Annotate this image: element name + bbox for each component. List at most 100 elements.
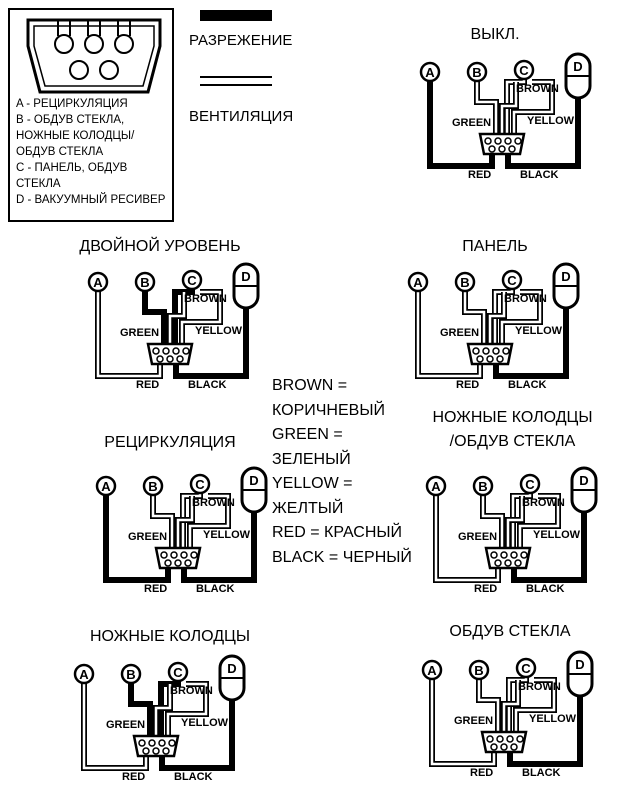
hose-g xyxy=(500,82,518,134)
port-b: B xyxy=(468,659,490,681)
color-key-line: BLACK = ЧЕРНЫЙ xyxy=(272,548,412,566)
hose-g xyxy=(506,496,524,548)
svg-text:D: D xyxy=(241,269,250,284)
svg-text:A: A xyxy=(413,275,423,290)
green-label: GREEN xyxy=(440,327,479,339)
port-b: B xyxy=(142,475,164,497)
hose-y xyxy=(514,678,556,732)
svg-text:D: D xyxy=(561,269,570,284)
port-a: A xyxy=(407,271,429,293)
brown-label: BROWN xyxy=(170,685,213,697)
port-b: B xyxy=(466,61,488,83)
connector-block xyxy=(146,342,194,366)
svg-text:B: B xyxy=(474,663,483,678)
svg-text:C: C xyxy=(519,63,529,78)
hose-d xyxy=(173,308,249,379)
legend-line-b3: ОБДУВ СТЕКЛА xyxy=(16,146,104,158)
green-label: GREEN xyxy=(120,327,159,339)
yellow-label: YELLOW xyxy=(181,717,229,729)
connector-block xyxy=(480,730,528,754)
svg-text:D: D xyxy=(227,661,236,676)
color-key-line: BROWN = xyxy=(272,377,348,394)
hose-b xyxy=(128,683,153,736)
hose-d xyxy=(493,308,569,379)
color-key-line: RED = КРАСНЫЙ xyxy=(272,524,403,541)
black-label: BLACK xyxy=(196,583,235,595)
port-b: B xyxy=(134,271,156,293)
svg-text:B: B xyxy=(140,275,149,290)
vacuum-reservoir: D xyxy=(566,650,594,698)
vent-line-sample xyxy=(200,76,272,86)
port-c: C xyxy=(519,473,541,495)
yellow-label: YELLOW xyxy=(533,529,581,541)
color-key: BROWN = КОРИЧНЕВЫЙ GREEN = ЗЕЛЕНЫЙ YELLO… xyxy=(272,374,412,570)
red-label: RED xyxy=(122,771,145,783)
hose-g xyxy=(502,680,520,732)
hose-b xyxy=(481,495,504,548)
diagram-defrost: A B C D BROWN GREEN YELLOW RED BLACK xyxy=(421,650,594,779)
connector-block xyxy=(466,342,514,366)
vacuum-reservoir: D xyxy=(240,466,268,514)
brown-label: BROWN xyxy=(184,293,227,305)
brown-label: BROWN xyxy=(516,83,559,95)
legend-line-b: B - ОБДУВ СТЕКЛА, xyxy=(16,114,125,126)
black-label: BLACK xyxy=(522,767,561,779)
hose-g xyxy=(176,496,194,548)
green-label: GREEN xyxy=(452,117,491,129)
yellow-label: YELLOW xyxy=(195,325,243,337)
vacuum-line-sample xyxy=(200,10,272,21)
diagram-title-defrost: ОБДУВ СТЕКЛА xyxy=(449,623,571,640)
connector-block xyxy=(478,132,526,156)
hose-y xyxy=(166,682,208,736)
port-a: A xyxy=(73,663,95,685)
hose-b xyxy=(142,291,167,344)
yellow-label: YELLOW xyxy=(529,713,577,725)
diagram-panel: A B C D BROWN GREEN YELLOW RED BLACK xyxy=(407,262,580,391)
brown-label: BROWN xyxy=(518,681,561,693)
diagram-off: A B C D BROWN GREEN YELLOW RED BLACK xyxy=(419,52,592,181)
svg-text:D: D xyxy=(575,657,584,672)
hose-b xyxy=(475,81,498,134)
vacuum-reservoir: D xyxy=(552,262,580,310)
hose-b xyxy=(151,495,174,548)
legend-line-c: C - ПАНЕЛЬ, ОБДУВ xyxy=(16,162,128,174)
diagram-title-floor-defrost: НОЖНЫЕ КОЛОДЦЫ /ОБДУВ СТЕКЛА xyxy=(432,409,593,450)
port-b: B xyxy=(472,475,494,497)
svg-text:B: B xyxy=(126,667,135,682)
port-c: C xyxy=(167,661,189,683)
hose-y xyxy=(518,494,560,548)
port-c: C xyxy=(189,473,211,495)
hose-d xyxy=(505,98,581,169)
svg-text:B: B xyxy=(472,65,481,80)
diagram-title-dual-level: ДВОЙНОЙ УРОВЕНЬ xyxy=(79,238,241,255)
svg-text:A: A xyxy=(101,479,111,494)
diagram-title-off: ВЫКЛ. xyxy=(470,26,520,43)
port-a: A xyxy=(421,659,443,681)
connector-block xyxy=(154,546,202,570)
diagram-recirculation: A B C D BROWN GREEN YELLOW RED BLACK xyxy=(95,466,268,595)
legend-text: A - РЕЦИРКУЛЯЦИЯ B - ОБДУВ СТЕКЛА, НОЖНЫ… xyxy=(16,96,165,208)
port-b: B xyxy=(120,663,142,685)
svg-text:A: A xyxy=(93,275,103,290)
diagram-floor-defrost: A B C D BROWN GREEN YELLOW RED BLACK xyxy=(425,466,598,595)
red-label: RED xyxy=(136,379,159,391)
port-b: B xyxy=(454,271,476,293)
svg-text:B: B xyxy=(478,479,487,494)
svg-text:D: D xyxy=(573,59,582,74)
port-a: A xyxy=(87,271,109,293)
port-c: C xyxy=(515,657,537,679)
color-key-line: YELLOW = xyxy=(272,475,353,492)
red-label: RED xyxy=(144,583,167,595)
hose-g xyxy=(488,292,506,344)
black-label: BLACK xyxy=(526,583,565,595)
brown-label: BROWN xyxy=(504,293,547,305)
brown-label: BROWN xyxy=(192,497,235,509)
red-label: RED xyxy=(456,379,479,391)
diagram-title-panel: ПАНЕЛЬ xyxy=(462,238,528,255)
yellow-label: YELLOW xyxy=(203,529,251,541)
hose-y xyxy=(512,80,554,134)
hose-d xyxy=(507,696,583,767)
hose-d xyxy=(159,700,235,771)
hose-d xyxy=(511,512,587,583)
green-label: GREEN xyxy=(454,715,493,727)
